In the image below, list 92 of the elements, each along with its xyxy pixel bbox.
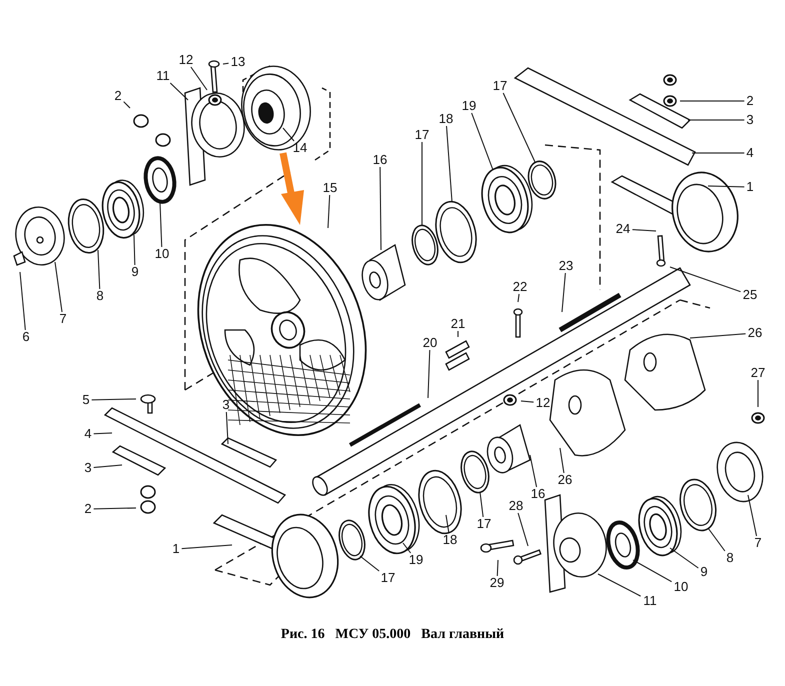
leader-line <box>91 398 136 400</box>
leader-line <box>670 548 699 568</box>
callout-number: 11 <box>643 594 657 608</box>
callout-number: 19 <box>462 99 476 113</box>
leader-line <box>502 92 536 162</box>
callout-number: 3 <box>746 113 754 127</box>
leader-line <box>562 272 566 312</box>
callout-number: 8 <box>96 289 104 303</box>
callout-number: 26 <box>748 326 762 340</box>
callout-number: 13 <box>230 55 246 69</box>
leader-line <box>54 262 63 312</box>
leader-line <box>402 542 412 554</box>
leader-line <box>181 544 232 550</box>
leader-line <box>93 432 112 434</box>
callout-number: 10 <box>154 247 170 261</box>
leader-line <box>190 66 208 90</box>
leader-line <box>222 62 230 64</box>
leader-line <box>380 166 382 250</box>
leader-line <box>428 350 430 398</box>
leader-line <box>518 512 528 546</box>
callout-number: 12 <box>536 396 550 410</box>
callout-number: 6 <box>22 330 30 344</box>
callout-number: 24 <box>616 222 630 236</box>
leader-line <box>560 448 564 474</box>
callout-number: 7 <box>59 312 67 326</box>
leader-line <box>496 560 498 576</box>
leader-line <box>708 186 745 188</box>
leader-line <box>134 234 136 266</box>
callout-number: 25 <box>742 288 758 302</box>
leader-line <box>480 492 484 518</box>
callout-number: 27 <box>750 366 766 380</box>
callout-number: 4 <box>84 427 92 441</box>
callout-number: 20 <box>422 336 438 350</box>
callout-number: 22 <box>512 280 528 294</box>
callout-number: 28 <box>508 499 524 513</box>
leader-line <box>123 101 130 108</box>
leader-line <box>632 560 672 582</box>
leader-line <box>360 556 380 572</box>
leader-line <box>98 250 100 290</box>
callout-number: 12 <box>178 53 194 67</box>
leader-line <box>518 294 520 302</box>
callout-number: 8 <box>726 551 734 565</box>
callout-number: 9 <box>700 565 708 579</box>
callout-number: 21 <box>450 317 466 331</box>
leader-line <box>446 514 450 534</box>
callout-number: 17 <box>476 517 492 531</box>
leader-line <box>282 128 295 142</box>
leader-line <box>598 574 642 597</box>
callout-number: 19 <box>408 553 424 567</box>
leader-line <box>93 464 122 468</box>
callout-number: 18 <box>442 533 458 547</box>
callout-number: 18 <box>438 112 454 126</box>
figure-caption: Рис. 16 МСУ 05.000 Вал главный <box>280 627 506 643</box>
leader-line <box>20 272 26 330</box>
callout-number: 15 <box>322 181 338 195</box>
callout-number: 4 <box>746 146 754 160</box>
leader-line <box>226 412 228 444</box>
callout-number: 9 <box>131 265 139 279</box>
callout-number: 23 <box>558 259 574 273</box>
callout-number: 17 <box>380 571 396 585</box>
leader-line <box>520 400 534 403</box>
callout-number: 2 <box>746 94 754 108</box>
callout-number: 2 <box>84 502 92 516</box>
leader-line <box>680 100 745 102</box>
leader-line <box>690 333 746 338</box>
callout-number: 17 <box>414 128 430 142</box>
callout-number: 2 <box>114 89 122 103</box>
callout-number: 29 <box>490 576 504 590</box>
leader-line <box>328 194 330 228</box>
leader-line <box>471 112 494 170</box>
leader-line <box>748 494 758 536</box>
leader-line <box>670 266 742 292</box>
callout-number: 3 <box>222 398 230 412</box>
callout-number: 17 <box>492 79 508 93</box>
callout-number: 3 <box>84 461 92 475</box>
leader-line <box>160 202 162 248</box>
leader-line <box>446 126 452 202</box>
leader-line <box>708 528 726 552</box>
callout-number: 7 <box>754 536 762 550</box>
callout-number: 1 <box>172 542 180 556</box>
leader-line <box>530 454 538 488</box>
leader-line <box>632 229 656 232</box>
callout-number: 16 <box>372 153 388 167</box>
callout-number: 10 <box>674 580 688 594</box>
callout-number: 16 <box>530 487 546 501</box>
callout-number: 5 <box>82 393 90 407</box>
callout-number: 26 <box>558 473 572 487</box>
leader-line <box>692 152 745 154</box>
leader-line <box>170 82 188 100</box>
callout-number: 1 <box>746 180 754 194</box>
callout-number: 11 <box>156 69 170 83</box>
leader-line <box>93 508 136 510</box>
